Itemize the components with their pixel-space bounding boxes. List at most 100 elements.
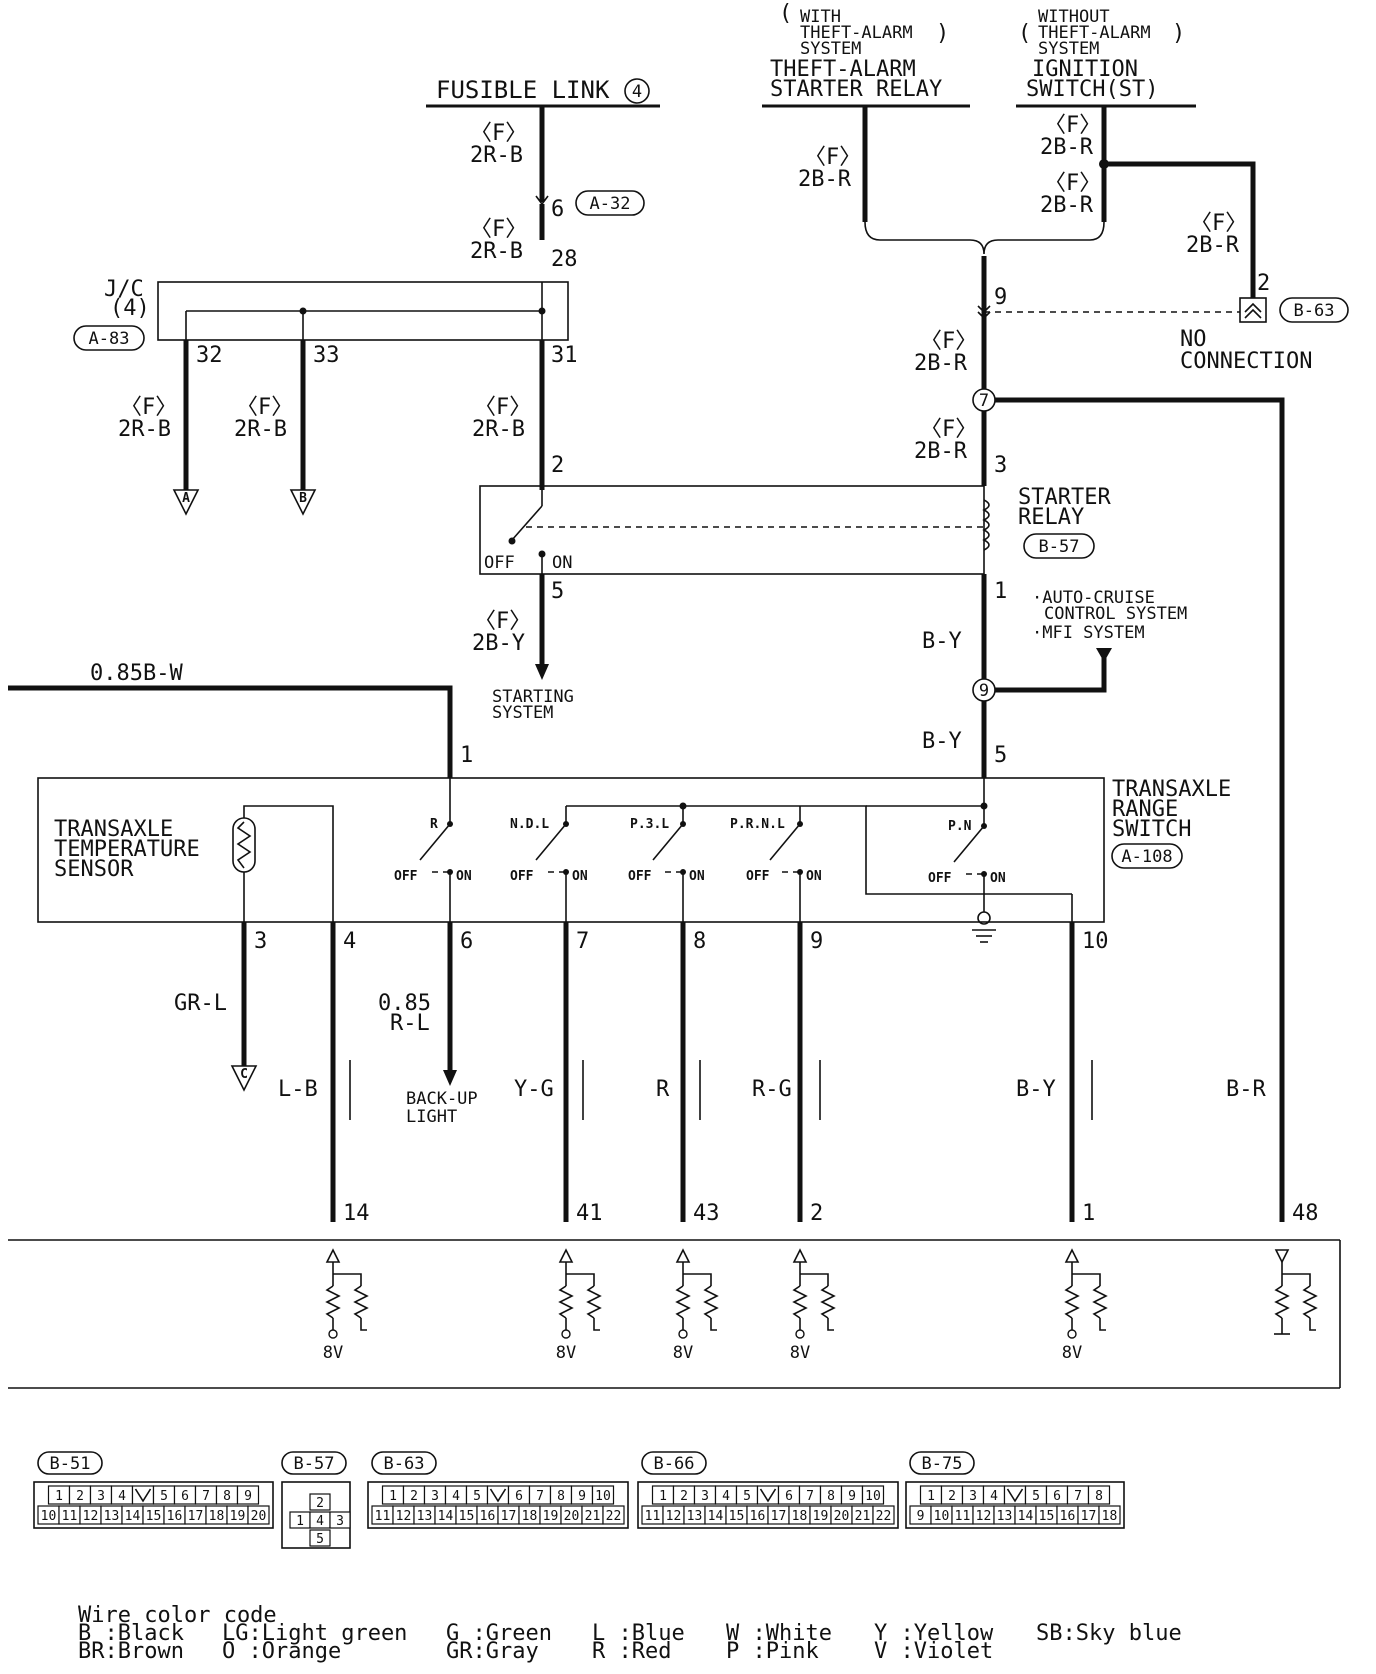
- row2-pin-17: 17: [771, 1509, 787, 1524]
- ign-switch-line-2: SWITCH(ST): [1026, 77, 1158, 102]
- row2-pin-17: 17: [1081, 1509, 1097, 1524]
- row2-pin-20: 20: [834, 1509, 850, 1524]
- temp-sensor-line-1: TRANSAXLE: [54, 817, 173, 842]
- ecu-input-resistor-3: [820, 1285, 836, 1319]
- terminal-ecu-14: 14: [343, 1201, 370, 1226]
- connector-b57-label: B-57: [1039, 537, 1080, 557]
- ref-triangle-c: [230, 1065, 258, 1092]
- row2-pin-13: 13: [417, 1509, 433, 1524]
- row2-pin-11: 11: [955, 1509, 971, 1524]
- sw-ndl-label: N.D.L: [510, 817, 549, 832]
- wire-f-mark: 〈F〉: [470, 121, 527, 146]
- junction-connector-jc4: J/C (4) A-83 32 33 31: [73, 277, 578, 368]
- connector-view-tag: [371, 1451, 437, 1475]
- ecu-supply-node-4: [1067, 1329, 1077, 1339]
- row2-pin-11: 11: [375, 1509, 391, 1524]
- wire-ign-to-b63: [1104, 161, 1256, 298]
- wire-f-mark-33: 〈F〉: [236, 395, 293, 420]
- wire-label-2br-ign-1: 2B-R: [1040, 135, 1094, 160]
- sw-p3l-node: [679, 802, 687, 810]
- b57-pin-1: 1: [296, 1514, 304, 1529]
- wire-to-cruise-mfi: [995, 648, 1107, 693]
- row1-pin-2: 2: [76, 1489, 84, 1504]
- row1-pin-6: 6: [181, 1489, 189, 1504]
- wire-label-yg: Y-G: [514, 1077, 554, 1102]
- terminal-sw-8: 8: [693, 929, 706, 954]
- fusible-link-number: 4: [632, 82, 642, 102]
- row1-pin-8: 8: [827, 1489, 835, 1504]
- ecu-input-term-2: [710, 1318, 717, 1331]
- row1-key: [489, 1488, 507, 1503]
- terminal-sw-5: 5: [994, 743, 1007, 768]
- tr-switch-line-3: SWITCH: [1112, 817, 1191, 842]
- connector-view-name: B-63: [384, 1454, 425, 1474]
- bracket-right-2: ): [1172, 21, 1185, 46]
- terminal-32: 32: [196, 343, 223, 368]
- row1-pin-5: 5: [160, 1489, 168, 1504]
- row2-pin-12: 12: [976, 1509, 992, 1524]
- terminal-ecu-41: 41: [576, 1201, 603, 1226]
- wire-label-085bw: 0.85B-W: [90, 661, 183, 686]
- row2-pin-18: 18: [1102, 1509, 1118, 1524]
- sw-r-on: ON: [456, 869, 472, 884]
- sw-ndl-off: OFF: [510, 869, 534, 884]
- connector-view-tag: [37, 1451, 103, 1475]
- row2-pin-18: 18: [522, 1509, 538, 1524]
- wire-label-2by: 2B-Y: [472, 631, 525, 656]
- wire-label-rg: R-G: [752, 1077, 792, 1102]
- terminal-b63-2: 2: [1257, 271, 1270, 296]
- b57-pin-3: 3: [336, 1514, 344, 1529]
- legend-gr: GR:Gray: [446, 1639, 539, 1664]
- relay-on-label: ON: [552, 553, 572, 573]
- with-line-3: SYSTEM: [800, 39, 861, 59]
- switch-terminals: 3 4 6 7 8 9 10: [254, 929, 1109, 954]
- ecu-input-resistor-2: [703, 1285, 719, 1319]
- connector-b63-label: B-63: [1294, 301, 1335, 321]
- sw-p3l-arm: [652, 823, 684, 861]
- legend-v: V :Violet: [874, 1639, 993, 1664]
- ecu-pullup-resistor-0: [325, 1285, 341, 1319]
- legend-sb: SB:Sky blue: [1036, 1621, 1182, 1646]
- relay-coil: [982, 499, 990, 551]
- source-merge-brace: [864, 221, 1105, 255]
- starting-system-arrow: [535, 664, 549, 680]
- ecu-output-branch-48: [1282, 1273, 1311, 1286]
- wire-label-2rb-2: 2R-B: [470, 239, 523, 264]
- row1-pin-2: 2: [680, 1489, 688, 1504]
- row1-pin-10: 10: [865, 1489, 881, 1504]
- theft-alarm-group: ( WITH THEFT-ALARM SYSTEM ) THEFT-ALARM …: [762, 1, 1349, 374]
- bracket-left-2: (: [1018, 21, 1031, 46]
- connector-arrow-9b: [977, 311, 991, 320]
- terminal-relay-1: 1: [994, 579, 1007, 604]
- junction-7: 7: [979, 391, 989, 411]
- legend-l: L :Blue: [592, 1621, 685, 1646]
- row1-pin-1: 1: [55, 1489, 63, 1504]
- ecu-input-term-4: [1099, 1318, 1106, 1331]
- row1-key: [134, 1488, 152, 1503]
- sw-p3l-on: ON: [689, 869, 705, 884]
- wire-label-r: R: [656, 1077, 670, 1102]
- ecu-pullup-resistor-3: [792, 1285, 808, 1319]
- wire-label-by-3: B-Y: [1016, 1077, 1056, 1102]
- auto-cruise-line-2: CONTROL SYSTEM: [1044, 604, 1187, 624]
- connector-tag-a108: [1111, 843, 1183, 869]
- wire-label-lb: L-B: [278, 1077, 318, 1102]
- ecu-supply-voltage-3: 8V: [790, 1343, 810, 1363]
- sw-pn-label: P.N: [948, 819, 972, 834]
- connector-view-name: B-57: [294, 1454, 335, 1474]
- row1-pin-8: 8: [1095, 1489, 1103, 1504]
- row1-pin-9: 9: [848, 1489, 856, 1504]
- row2-pin-19: 19: [543, 1509, 559, 1524]
- bw-feed: 0.85B-W 1: [8, 661, 473, 778]
- ecu-input-branch-4: [1072, 1273, 1101, 1286]
- wire-f-mark-b63: 〈F〉: [1190, 211, 1247, 236]
- b63-socket-mark-1: [1244, 302, 1262, 313]
- connector-view-tag: [909, 1451, 975, 1475]
- row1-pin-2: 2: [948, 1489, 956, 1504]
- sw-pn-arm: [953, 825, 985, 863]
- auto-cruise-line-1: ·AUTO-CRUISE: [1032, 588, 1155, 608]
- connector-tag-b57: [1023, 533, 1095, 559]
- jc-dot-31: [538, 307, 546, 315]
- row2-pin-14: 14: [438, 1509, 454, 1524]
